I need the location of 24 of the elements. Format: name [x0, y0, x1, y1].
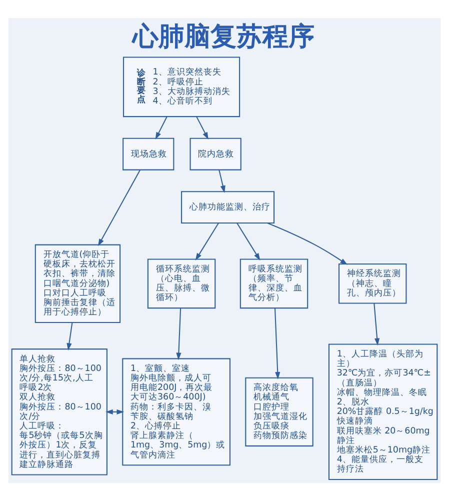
- arrow: [267, 222, 348, 264]
- node-box: 1、人工降温（头部为主） 32℃为宜，亦可34℃±（直肠温） 冰帽、物理降温、冬眠 2、脱水 20%甘露醇 0.5～1g/kg快速静滴 联用呋塞米 20～60mg静注 地塞米松5～10mg静注 4、能量供应，一般支持疗法: [328, 343, 438, 480]
- diagram-title: 心肺脑复苏程序: [132, 22, 314, 52]
- node-box: 现场急救: [122, 137, 174, 170]
- node-box: 1、室颤、室速 胸外电除颤，成人可用电能200J，再次最大可达360～400J) 药物：利多卡因、溴苄胺、碳酸氢钠 2、心搏停止 肾上腺素静注（1mg、3mg、5mg）或气管内滴注: [122, 358, 230, 466]
- arrow: [155, 116, 168, 140]
- arrow: [218, 169, 226, 192]
- arrow: [98, 169, 141, 246]
- node-box: 神经系统监测（神志、瞳孔、颅内压）: [338, 263, 407, 304]
- arrow: [66, 322, 73, 350]
- arrow: [274, 308, 280, 379]
- arrow: [195, 222, 219, 260]
- node-box: 呼吸系统监测（频率、节律、深度、血气分析）: [240, 258, 308, 308]
- node-box: 单人抢救 胸外按压：80～100次/分,每15次,人工呼吸2次 双人抢救 胸外按压：80～100次/分 人工呼吸： 每5秒钟（或每5次胸外按压）1次，反复进行，直到心脏复搏 建立静脉通路: [11, 348, 108, 475]
- node-box: 院内急救: [190, 137, 242, 170]
- node-box: 心肺功能监测、治疗: [181, 190, 275, 224]
- node-box: 循环系统监测（心电、血压、脉搏、微循环）: [147, 258, 216, 308]
- node-box: 开放气道(仰卧于硬板床，去枕松开衣扣、裤带，清除口咽气道分泌物) 口对口人工呼吸 胸前捶击复律（适用于心搏停止）: [34, 244, 121, 322]
- arrow: [196, 116, 208, 140]
- arrow: [176, 308, 182, 360]
- arrow: [374, 302, 380, 346]
- node-box: 诊断要点 1、意识突然丧失 2、呼吸停止 3、大动脉搏动消失 4、心音听不到: [123, 56, 240, 117]
- node-box: 高浓度给氧 机械通气 口腔护理 加强气道湿化 负压吸痰 药物预防感染: [245, 376, 314, 446]
- arrow: [236, 222, 260, 260]
